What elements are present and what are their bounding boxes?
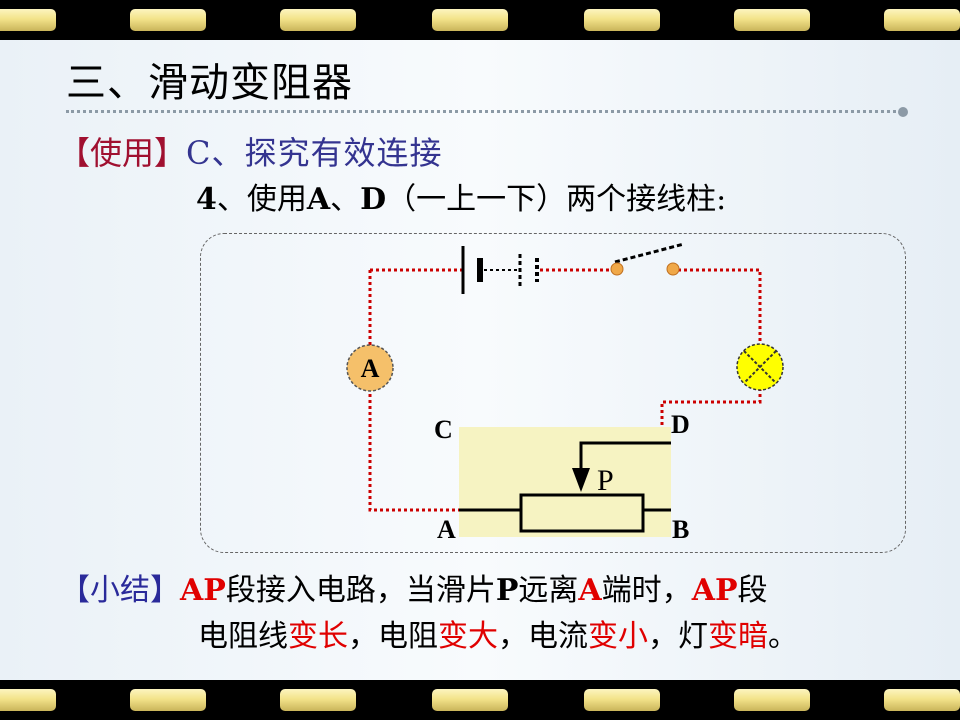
terminal-b-label: B <box>672 515 689 544</box>
step-sep: 、使用 <box>216 182 307 217</box>
summary-run: ，电阻 <box>348 619 438 654</box>
summary-line-1: 【小结】AP段接入电路，当滑片P远离A端时，AP段 <box>60 568 798 614</box>
section-label: 【使用】 <box>58 134 187 172</box>
switch-contact-right <box>666 262 680 276</box>
wire-top-right <box>672 268 762 346</box>
film-hole <box>0 689 56 711</box>
circuit-diagram: A P C D A B <box>346 242 784 544</box>
terminal-c-label: C <box>434 415 453 444</box>
divider-end-dot <box>898 107 908 117</box>
summary-run: AP <box>180 573 226 608</box>
ammeter-label: A <box>361 354 380 383</box>
wire-loop <box>368 268 762 512</box>
film-hole <box>734 689 810 711</box>
film-strip-bottom <box>0 680 960 720</box>
film-hole <box>432 9 508 31</box>
summary-run: P <box>495 573 519 608</box>
film-hole <box>0 9 56 31</box>
step-dun: 、 <box>330 182 361 217</box>
wire-lamp-to-d <box>660 388 762 432</box>
slider-label: P <box>597 464 614 497</box>
film-hole <box>734 9 810 31</box>
summary-line-2: 电阻线变长，电阻变大，电流变小，灯变暗。 <box>60 614 798 660</box>
film-hole <box>584 9 660 31</box>
battery-icon <box>461 246 539 294</box>
step-terminal-d: D <box>360 182 387 217</box>
summary-run: 段接入电路，当滑片 <box>225 573 496 608</box>
film-strip-top <box>0 0 960 40</box>
section-heading: 【使用】C、探究有效连接 <box>58 128 443 174</box>
film-hole <box>884 689 960 711</box>
summary-run: 变小 <box>588 619 648 654</box>
film-hole <box>280 689 356 711</box>
step-terminal-a: A <box>306 182 331 217</box>
step-rest: （一上一下）两个接线柱: <box>386 182 727 217</box>
terminal-d-label: D <box>671 410 690 439</box>
summary-block: 【小结】AP段接入电路，当滑片P远离A端时，AP段 电阻线变长，电阻变大，电流变… <box>60 568 798 660</box>
summary-run: ，电流 <box>498 619 588 654</box>
step-text: 4、使用A、D（一上一下）两个接线柱: <box>196 174 726 218</box>
slide-content: 三、滑动变阻器 【使用】C、探究有效连接 4、使用A、D（一上一下）两个接线柱: <box>0 40 960 680</box>
summary-run: ，灯 <box>648 619 708 654</box>
title-divider <box>66 110 902 113</box>
film-hole <box>432 689 508 711</box>
summary-run: 。 <box>768 619 798 654</box>
wire-left-lower <box>368 388 460 512</box>
section-title: C、探究有效连接 <box>186 134 443 172</box>
summary-text-1: AP段接入电路，当滑片P远离A端时，AP段 <box>180 573 768 608</box>
resistance-wire <box>519 493 645 533</box>
switch-icon <box>610 242 685 276</box>
summary-run: 变暗 <box>708 619 768 654</box>
summary-run: 变长 <box>288 619 348 654</box>
summary-run: 变大 <box>438 619 498 654</box>
switch-contact-left <box>610 262 624 276</box>
slide-title: 三、滑动变阻器 <box>66 60 353 106</box>
rheostat-icon <box>459 427 671 537</box>
slider-rod <box>579 441 671 470</box>
summary-label: 【小结】 <box>60 573 180 608</box>
summary-run: A <box>578 573 602 608</box>
film-hole <box>584 689 660 711</box>
slider-arrow-icon <box>572 468 590 492</box>
terminal-a-label: A <box>437 515 456 544</box>
circuit-frame <box>200 233 906 553</box>
step-number: 4 <box>196 182 217 217</box>
summary-run: 端时， <box>601 573 692 608</box>
film-hole <box>130 689 206 711</box>
ammeter-icon <box>346 344 394 392</box>
lamp-icon <box>736 343 784 391</box>
film-hole <box>130 9 206 31</box>
rheostat-background <box>459 427 671 537</box>
summary-run: 段 <box>737 573 768 608</box>
film-hole <box>280 9 356 31</box>
summary-run: AP <box>691 573 738 608</box>
summary-run: 远离 <box>518 573 579 608</box>
summary-run: 电阻线 <box>198 619 288 654</box>
film-hole <box>884 9 960 31</box>
